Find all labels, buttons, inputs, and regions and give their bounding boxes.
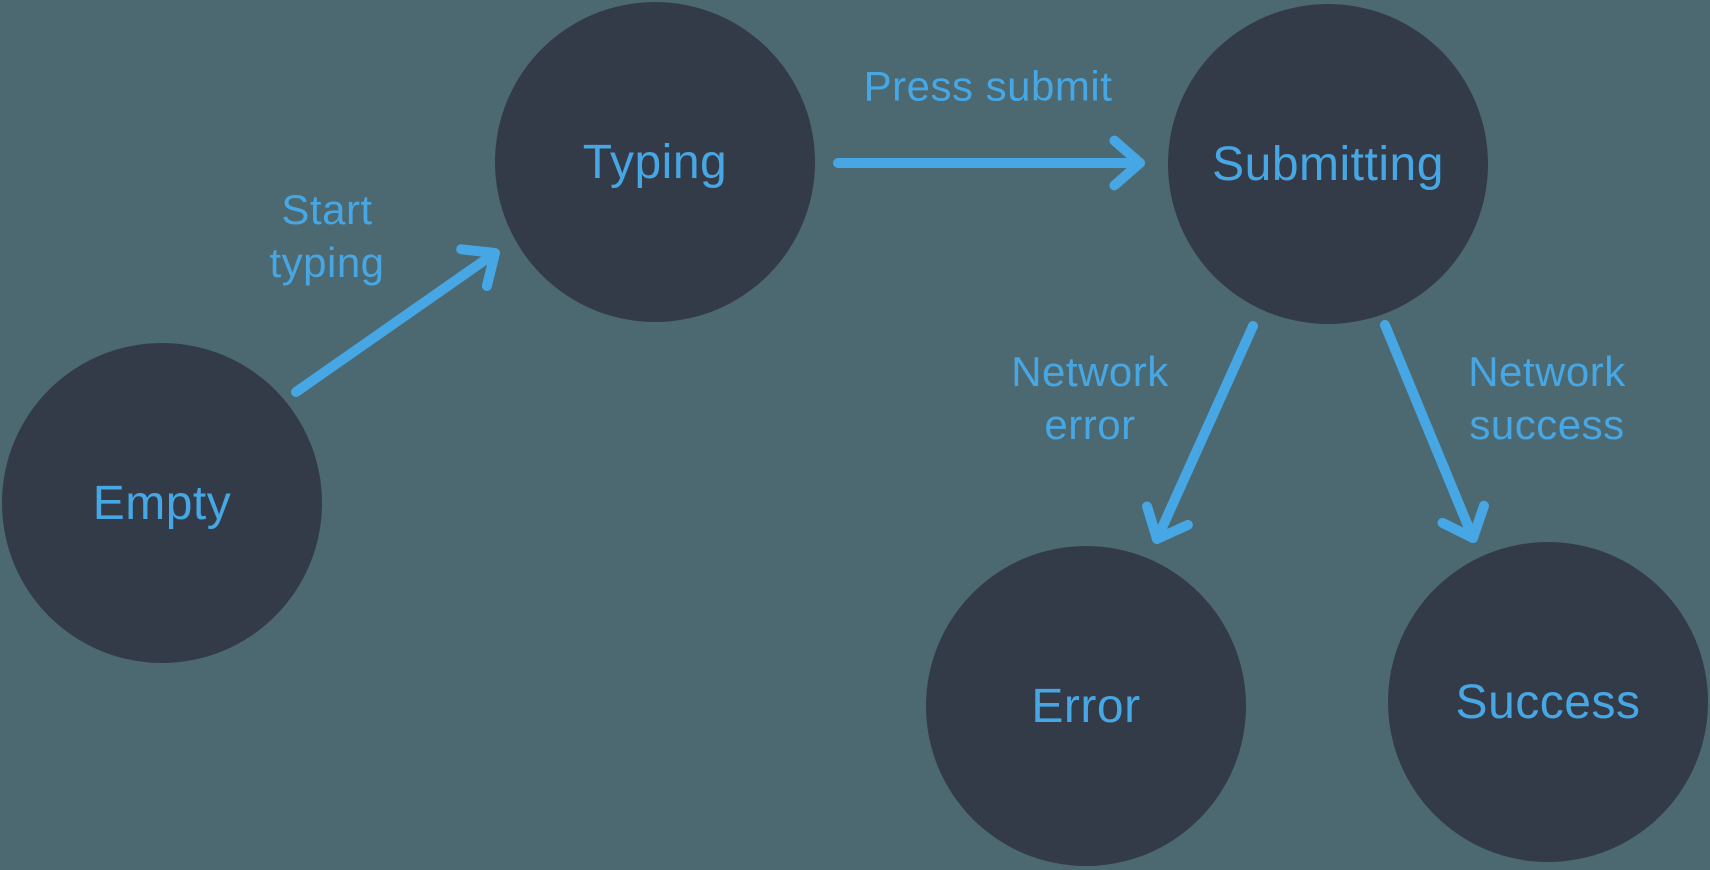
- node-label-typing: Typing: [582, 135, 728, 189]
- node-label-error: Error: [1031, 679, 1141, 733]
- node-success: Success: [1388, 542, 1708, 862]
- edge-label-press-submit: Press submit: [863, 62, 1113, 110]
- node-label-success: Success: [1455, 675, 1641, 729]
- edge-start-typing-arrowhead-icon: [456, 244, 500, 291]
- edge-label-start-typing: Start typing: [269, 186, 385, 286]
- node-label-submitting: Submitting: [1212, 137, 1444, 191]
- node-empty: Empty: [2, 343, 322, 663]
- node-submitting: Submitting: [1168, 4, 1488, 324]
- edge-network-success-arrowhead-icon: [1437, 500, 1489, 543]
- edge-network-error-line: [1152, 321, 1258, 544]
- edge-label-network-success: Network success: [1468, 348, 1626, 448]
- edge-network-success-line: [1380, 320, 1478, 543]
- node-label-empty: Empty: [92, 476, 232, 530]
- edge-press-submit-arrowhead-icon: [1109, 135, 1145, 191]
- node-error: Error: [926, 546, 1246, 866]
- node-typing: Typing: [495, 2, 815, 322]
- edge-label-network-error: Network error: [1011, 348, 1169, 448]
- edge-start-typing-line: [291, 248, 500, 397]
- edge-network-error-arrowhead-icon: [1142, 501, 1193, 544]
